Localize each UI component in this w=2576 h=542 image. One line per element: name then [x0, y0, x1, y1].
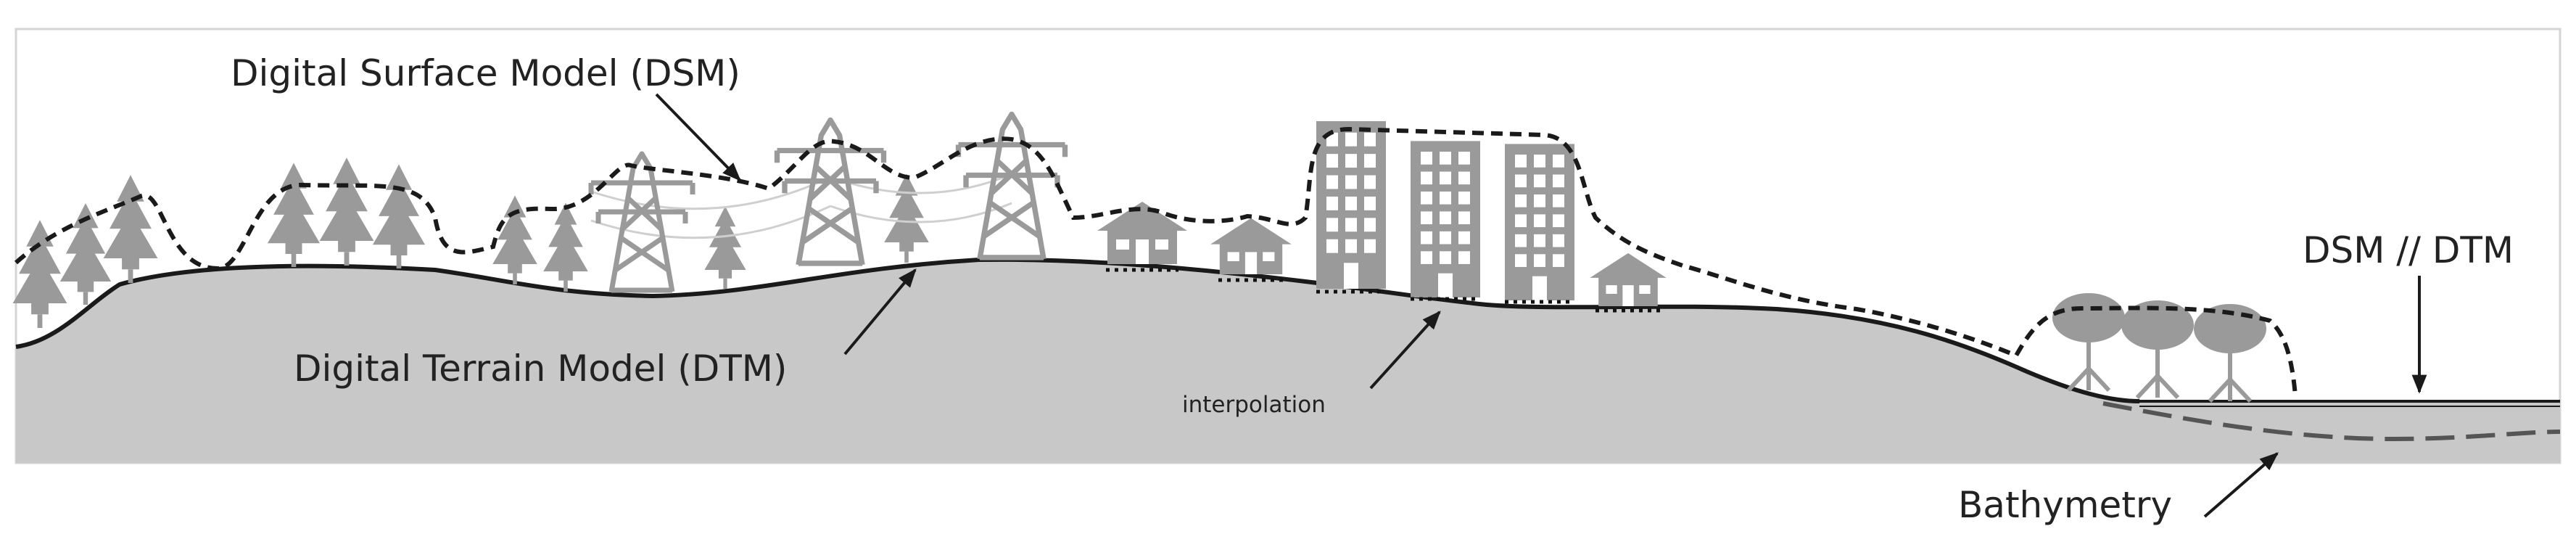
conifer-tree-icon	[267, 163, 321, 267]
conifer-tree-icon	[319, 157, 374, 266]
house-icon	[1590, 252, 1667, 306]
house-icon	[1210, 218, 1292, 274]
conifer-tree-icon	[372, 164, 426, 268]
arrow-icon	[843, 268, 917, 356]
dsm-dtm-label: DSM // DTM	[2303, 229, 2514, 271]
interpolation-footprints	[1106, 268, 1661, 313]
dtm-label: Digital Terrain Model (DTM)	[294, 348, 787, 390]
dsm-surface-line	[14, 126, 2298, 396]
conifer-tree-icon	[543, 202, 588, 292]
conifer-tree-icon	[704, 206, 746, 289]
arrow-icon	[2203, 452, 2279, 518]
terrain-ground	[16, 259, 2560, 463]
bathymetry-label: Bathymetry	[1958, 484, 2172, 526]
conifer-tree-group-second	[267, 157, 426, 268]
arrow-icon-group	[655, 93, 2427, 518]
arrow-icon	[1369, 311, 1441, 390]
conifer-tree-icon	[12, 220, 67, 328]
power-pylon-icon	[591, 154, 693, 292]
conifer-tree-icon	[103, 175, 158, 283]
conifer-tree-icon	[884, 173, 929, 263]
dtm-terrain-line	[15, 257, 2140, 403]
apartment-building-icon	[1505, 144, 1574, 300]
deciduous-tree-group	[2052, 293, 2266, 401]
deciduous-tree-icon	[2194, 304, 2266, 401]
deciduous-tree-icon	[2121, 300, 2194, 398]
apartment-building-icon	[1316, 121, 1386, 289]
interpolation-label: interpolation	[1182, 392, 1326, 418]
dsm-label: Digital Surface Model (DSM)	[231, 52, 740, 94]
arrow-icon	[655, 93, 741, 181]
bathymetry-line	[2102, 401, 2561, 442]
apartment-building-icon	[1411, 141, 1480, 297]
